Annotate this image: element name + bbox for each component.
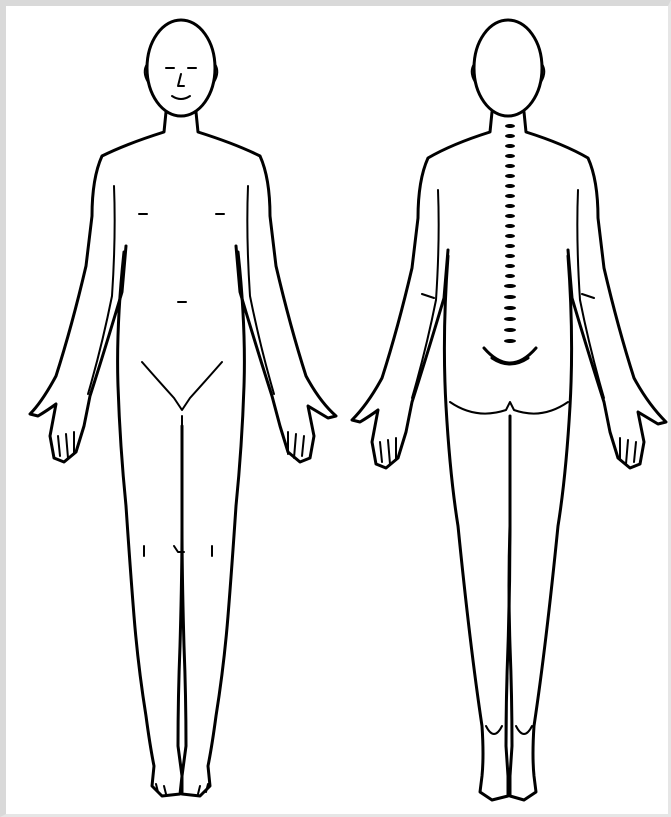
- front-groin: [142, 362, 222, 410]
- back-head: [474, 20, 542, 116]
- back-left-inner-arm: [412, 190, 439, 398]
- back-spine: [504, 124, 516, 343]
- back-figure: [352, 20, 666, 800]
- back-left-leg-outline: [444, 256, 510, 800]
- back-buttocks: [450, 402, 568, 414]
- back-right-leg-outline: [509, 256, 572, 800]
- front-left-leg-outline: [118, 252, 182, 796]
- front-nose: [178, 74, 184, 86]
- back-left-side-outline: [352, 112, 492, 468]
- back-heels: [486, 726, 532, 734]
- front-knees: [144, 546, 212, 556]
- body-diagram: [6, 6, 668, 814]
- front-right-side-outline: [196, 112, 336, 462]
- front-left-side-outline: [30, 112, 166, 462]
- front-right-leg-outline: [182, 252, 244, 796]
- back-right-side-outline: [524, 112, 666, 468]
- front-head: [147, 20, 215, 116]
- back-ears: [472, 64, 545, 82]
- front-figure: [30, 20, 336, 796]
- front-mouth: [172, 96, 190, 99]
- back-sacrum: [484, 348, 536, 364]
